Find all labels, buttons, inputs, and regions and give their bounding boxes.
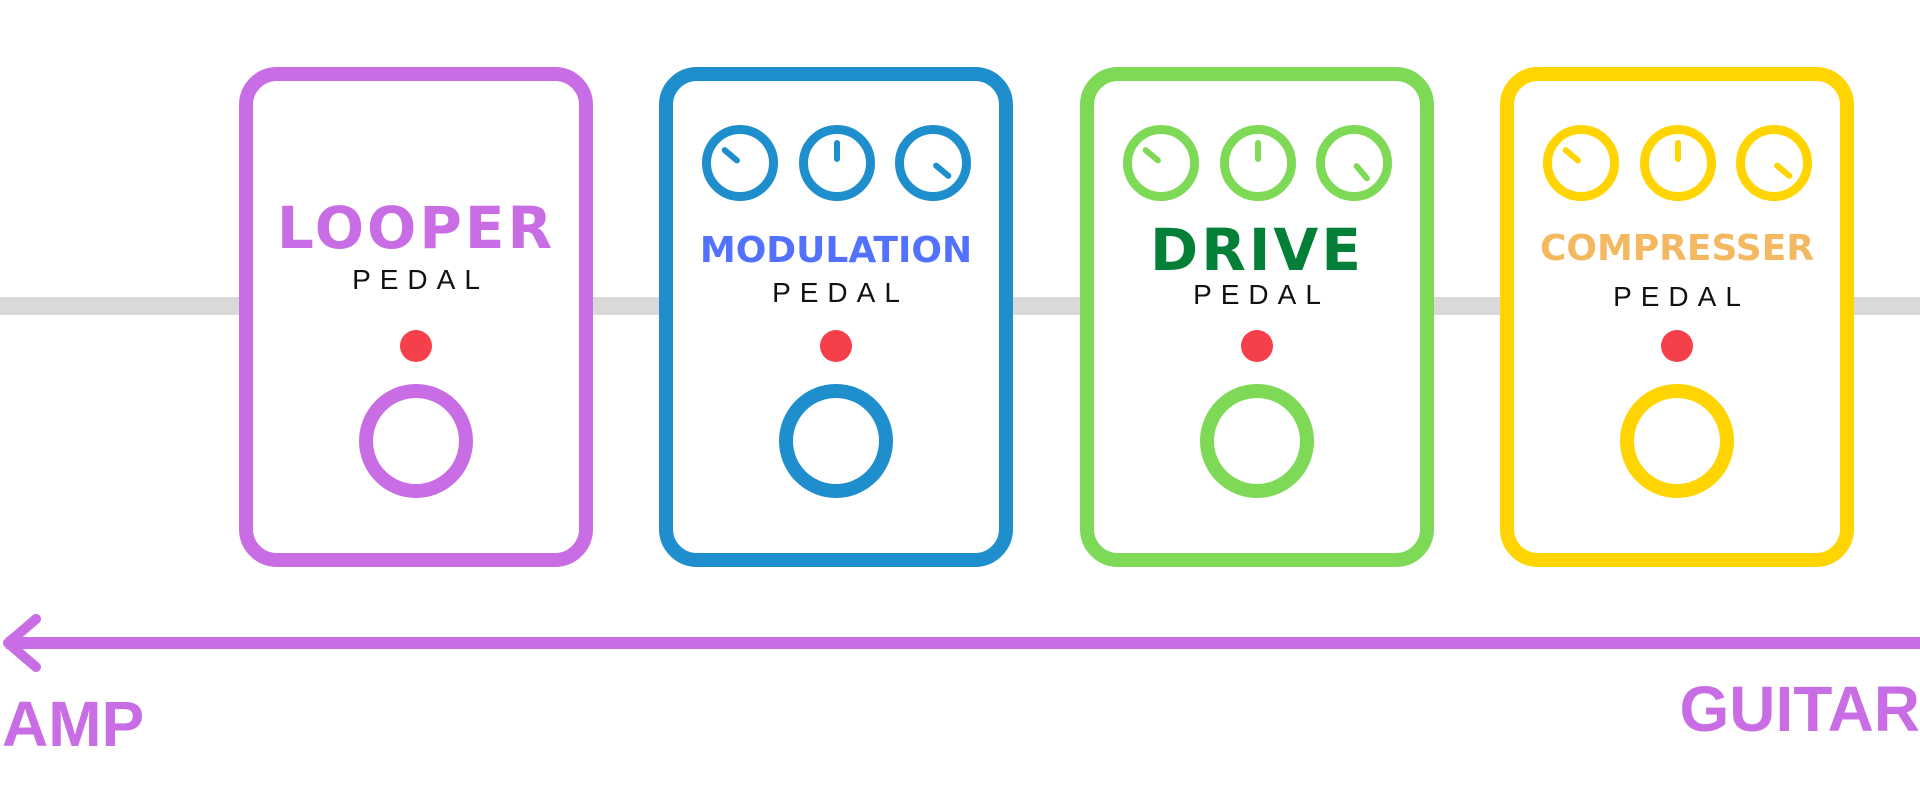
pedal-compresser: COMPRESSER PEDAL [1500, 67, 1854, 567]
knob-icon[interactable] [895, 125, 971, 201]
knob-icon[interactable] [1736, 125, 1812, 201]
knob-group [1094, 125, 1420, 201]
knob-icon[interactable] [1640, 125, 1716, 201]
led-indicator [1241, 330, 1273, 362]
arrow-head-icon [3, 614, 41, 672]
knob-icon[interactable] [799, 125, 875, 201]
pedal-subtitle: PEDAL [1193, 279, 1330, 310]
knob-icon[interactable] [1220, 125, 1296, 201]
led-indicator [400, 330, 432, 362]
pedal-subtitle: PEDAL [352, 264, 489, 295]
knob-icon[interactable] [1543, 125, 1619, 201]
pedal-subtitle: PEDAL [1613, 281, 1750, 312]
pedal-title: COMPRESSER [1539, 228, 1815, 269]
knob-pointer [834, 140, 840, 162]
amp-label: AMP [2, 688, 145, 760]
knob-icon[interactable] [1123, 125, 1199, 201]
led-indicator [1661, 330, 1693, 362]
pedal-subtitle: PEDAL [772, 277, 909, 308]
pedal-title: DRIVE [1150, 216, 1364, 284]
knob-icon[interactable] [702, 125, 778, 201]
knob-group [1514, 125, 1840, 201]
led-indicator [820, 330, 852, 362]
knob-pointer [1675, 140, 1681, 162]
knob-pointer [1255, 140, 1261, 162]
guitar-label: GUITAR [1679, 673, 1920, 745]
pedal-modulation: MODULATION PEDAL [659, 67, 1013, 567]
pedal-title: MODULATION [699, 230, 973, 271]
pedal-title: LOOPER [276, 194, 556, 262]
knob-icon[interactable] [1316, 125, 1392, 201]
knob-group [673, 125, 999, 201]
